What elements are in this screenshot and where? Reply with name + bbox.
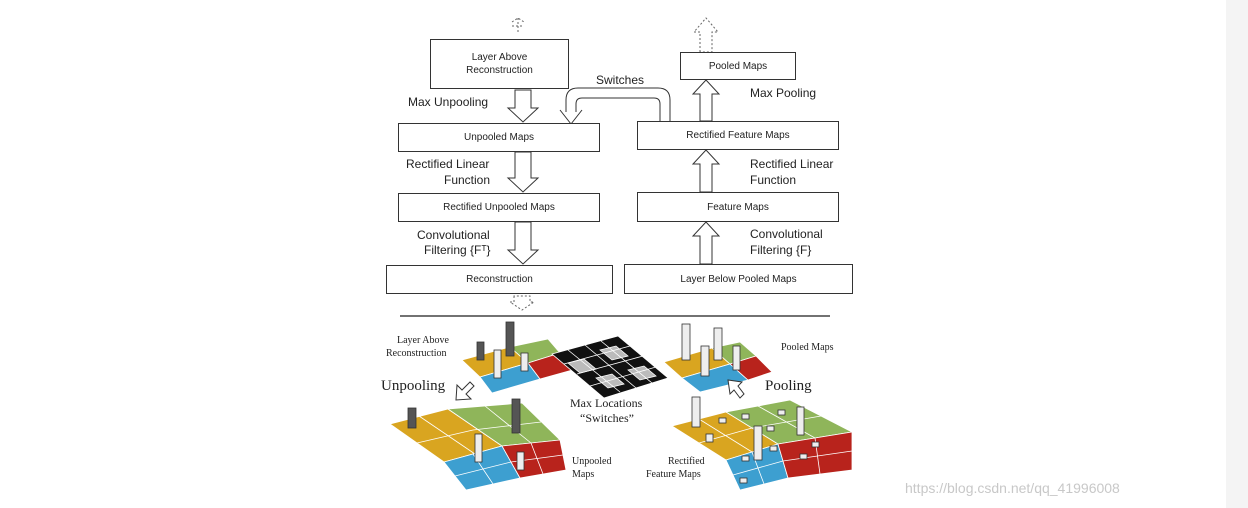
label-unpooled-maps-a: Unpooled bbox=[572, 456, 612, 467]
label-convolutional-right-b: Filtering {F} bbox=[750, 243, 812, 257]
box-layer-above-reconstruction: Layer Above Reconstruction bbox=[430, 39, 569, 89]
watermark-text: https://blog.csdn.net/qq_41996008 bbox=[905, 480, 1120, 496]
box-reconstruction: Reconstruction bbox=[386, 265, 613, 294]
page-edge-bar bbox=[1226, 0, 1248, 508]
up-arrow-1 bbox=[691, 79, 721, 122]
label-max-locations-a: Max Locations bbox=[570, 396, 643, 410]
label-convolutional-left-b: Filtering {Fᵀ} bbox=[424, 243, 491, 257]
label-rectified-feature-maps-b: Feature Maps bbox=[646, 469, 701, 480]
label-rectified-linear-right-b: Function bbox=[750, 173, 797, 187]
up-arrow-3 bbox=[691, 221, 721, 265]
unpooling-arrow bbox=[455, 381, 475, 401]
box-rectified-unpooled-maps: Rectified Unpooled Maps bbox=[398, 193, 600, 222]
switches-connector bbox=[559, 87, 671, 125]
dashed-arrow-in-left bbox=[511, 17, 525, 34]
label-unpooling: Unpooling bbox=[381, 378, 446, 394]
label-unpooled-maps-b: Maps bbox=[572, 469, 595, 480]
up-arrow-2 bbox=[691, 149, 721, 193]
pooling-arrow bbox=[727, 379, 745, 399]
rectified-grid-bars bbox=[691, 396, 820, 484]
label-rectified-linear-right-a: Rectified Linear bbox=[750, 157, 834, 171]
down-arrow-2 bbox=[506, 151, 540, 193]
down-arrow-3 bbox=[506, 221, 540, 265]
label-layer-above-b: Reconstruction bbox=[386, 348, 447, 359]
box-layer-below-pooled-maps: Layer Below Pooled Maps bbox=[624, 264, 853, 294]
label-switches: Switches bbox=[596, 73, 645, 87]
switches-grid bbox=[551, 335, 669, 399]
box-rectified-feature-maps: Rectified Feature Maps bbox=[637, 121, 839, 150]
dashed-arrow-up-right bbox=[692, 17, 720, 53]
small-grid-left-bars bbox=[476, 321, 529, 379]
label-rectified-linear-left-a: Rectified Linear bbox=[406, 157, 490, 171]
label-max-pooling: Max Pooling bbox=[750, 86, 817, 100]
down-arrow-1 bbox=[506, 89, 540, 123]
unpooled-grid-bars bbox=[407, 398, 525, 471]
box-unpooled-maps: Unpooled Maps bbox=[398, 123, 600, 152]
label-rectified-feature-maps-a: Rectified bbox=[668, 456, 705, 467]
label-max-unpooling: Max Unpooling bbox=[408, 95, 489, 109]
label-convolutional-right-a: Convolutional bbox=[750, 227, 823, 241]
pooled-grid-bars bbox=[681, 323, 741, 377]
label-convolutional-left-a: Convolutional bbox=[417, 228, 490, 242]
label-pooled-maps-bottom: Pooled Maps bbox=[781, 342, 834, 353]
box-pooled-maps: Pooled Maps bbox=[680, 52, 796, 80]
label-max-locations-b: “Switches” bbox=[580, 411, 634, 425]
label-pooling: Pooling bbox=[765, 378, 812, 394]
dashed-arrow-out-left bbox=[508, 295, 536, 311]
box-feature-maps: Feature Maps bbox=[637, 192, 839, 222]
label-layer-above-a: Layer Above bbox=[397, 335, 449, 346]
label-rectified-linear-left-b: Function bbox=[444, 173, 491, 187]
